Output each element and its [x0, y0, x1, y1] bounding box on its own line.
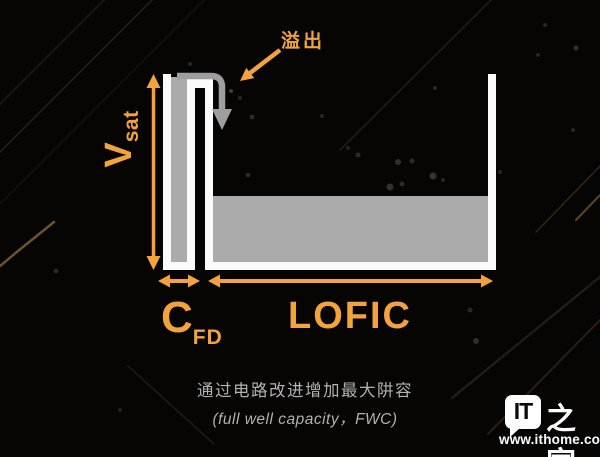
ithome-logo-icon: IT [505, 395, 541, 437]
lofic-well-right-wall [488, 74, 496, 270]
vsat-measure-arrow [146, 74, 161, 270]
cfd-well-bottom-wall [163, 262, 195, 270]
ithome-logo-suffix: 之家 [546, 402, 576, 457]
cfd-subscript: FD [192, 326, 223, 349]
vsat-subscript: sat [120, 110, 143, 143]
well-divider-left-wall [187, 86, 195, 270]
well-divider-right-wall [205, 86, 213, 270]
vsat-label: Vsat [97, 109, 143, 169]
cfd-well-left-wall [163, 74, 171, 270]
caption-line2: (full well capacity，FWC) [212, 411, 398, 428]
overflow-pointer-arrow [240, 48, 282, 81]
cfd-measure-arrow [158, 274, 200, 288]
caption-block: 通过电路改进增加最大阱容 (full well capacity，FWC) [140, 377, 470, 429]
vsat-symbol: V [98, 142, 140, 168]
lofic-well-charge-fill [213, 196, 488, 262]
cfd-well-charge-fill [171, 77, 187, 262]
overflow-label: 溢出 [281, 31, 326, 52]
ithome-url: www.ithome.com [499, 432, 600, 447]
cfd-label: CFD [161, 293, 223, 350]
lofic-measure-arrow [208, 274, 493, 288]
cfd-symbol: C [161, 293, 193, 342]
lofic-label: LOFIC [288, 295, 412, 337]
lofic-well-bottom-wall [205, 262, 496, 270]
caption-line1: 通过电路改进增加最大阱容 [197, 382, 413, 400]
